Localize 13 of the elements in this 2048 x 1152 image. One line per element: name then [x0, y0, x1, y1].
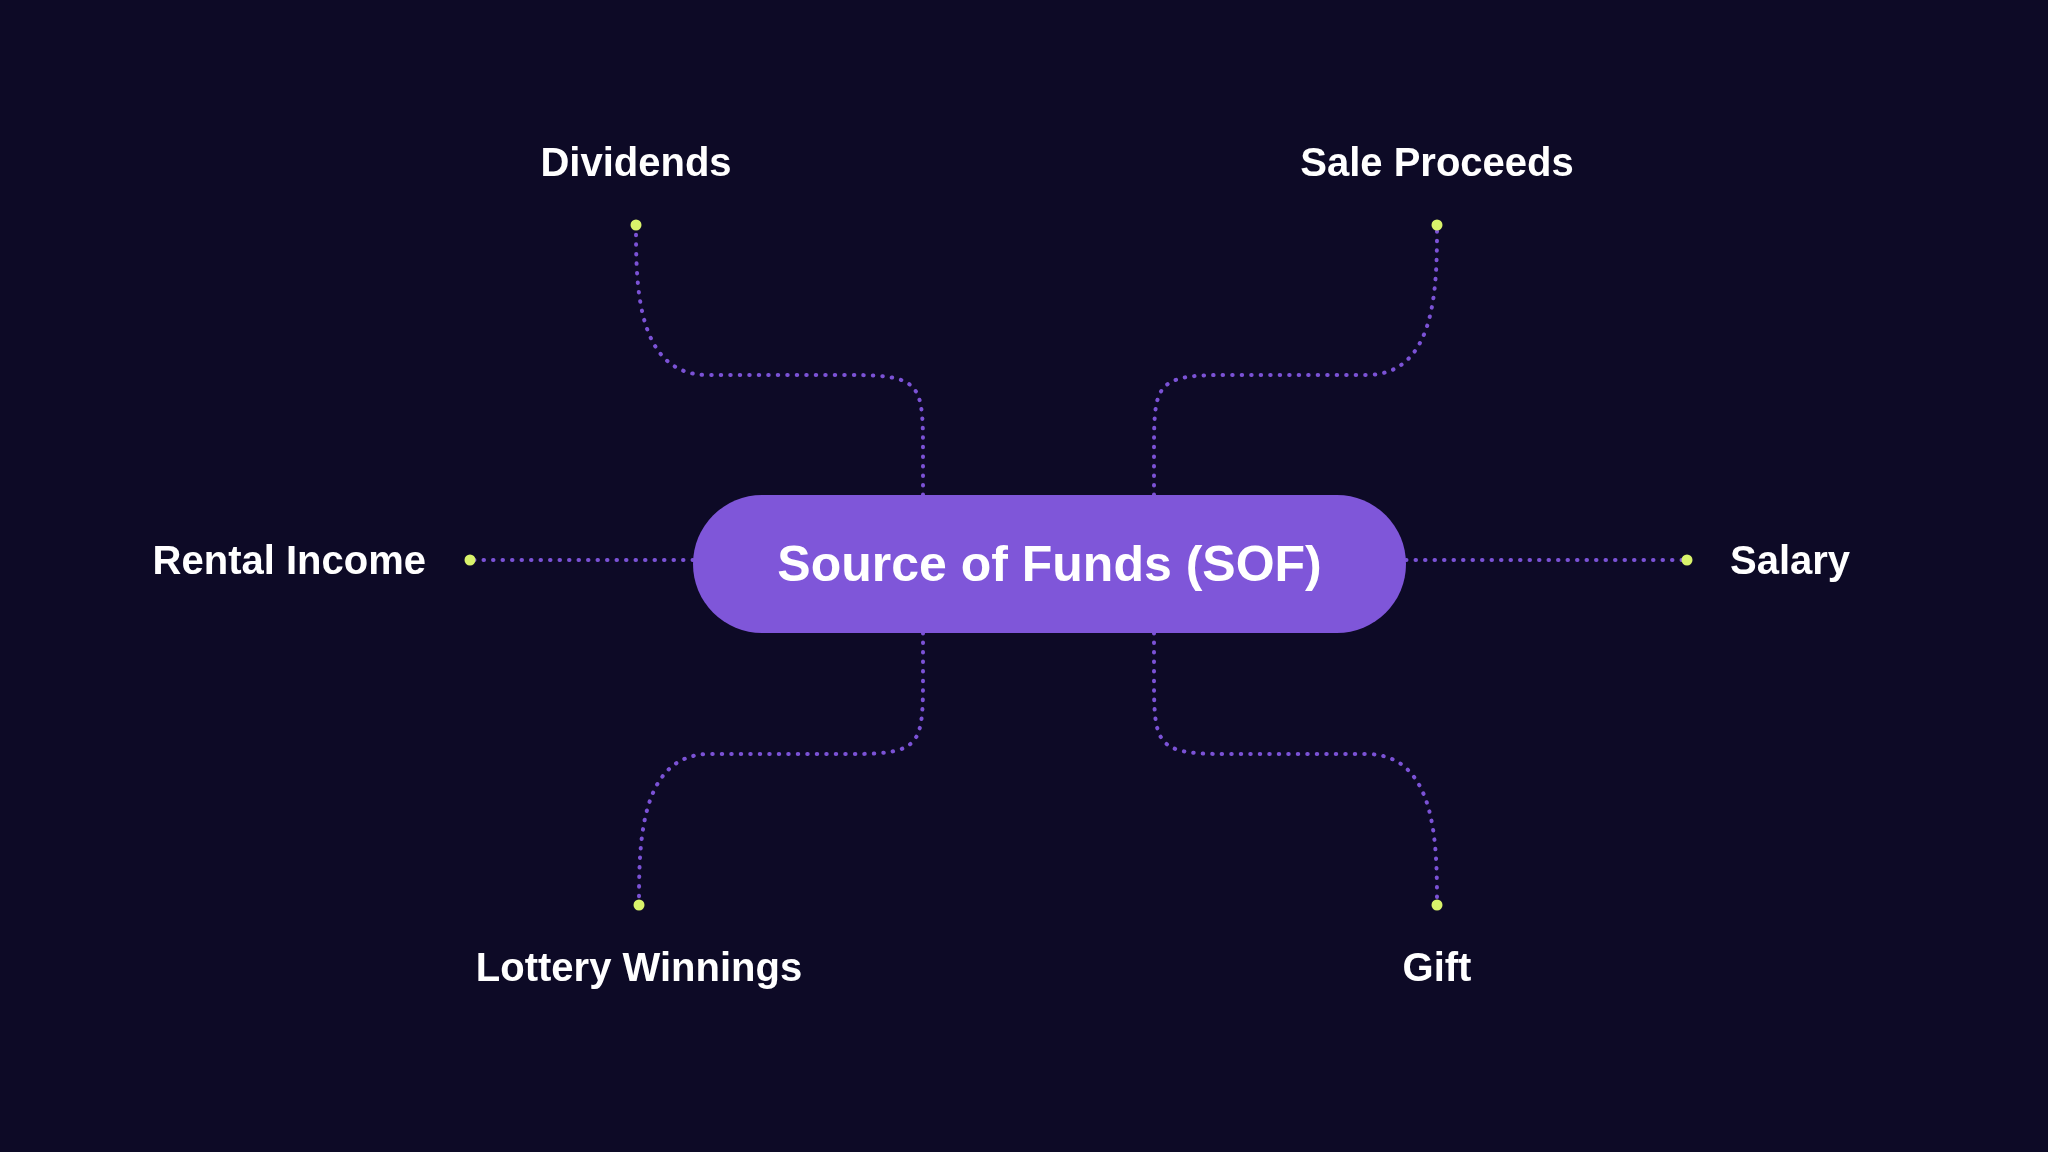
dotted-connector	[630, 219, 925, 497]
node-label: Rental Income	[152, 537, 426, 583]
center-pill: Source of Funds (SOF)	[693, 495, 1406, 633]
dotted-connector	[1152, 219, 1443, 497]
dotted-connector	[1152, 631, 1443, 911]
node-label: Lottery Winnings	[475, 945, 803, 990]
dotted-connector	[1404, 554, 1693, 566]
node-label: Gift	[1402, 945, 1472, 990]
node-label: Salary	[1730, 537, 1851, 583]
node-label: Dividends	[540, 140, 732, 185]
node-label: Sale Proceeds	[1300, 140, 1574, 185]
dotted-connector	[464, 554, 695, 566]
dotted-connector	[633, 631, 925, 911]
